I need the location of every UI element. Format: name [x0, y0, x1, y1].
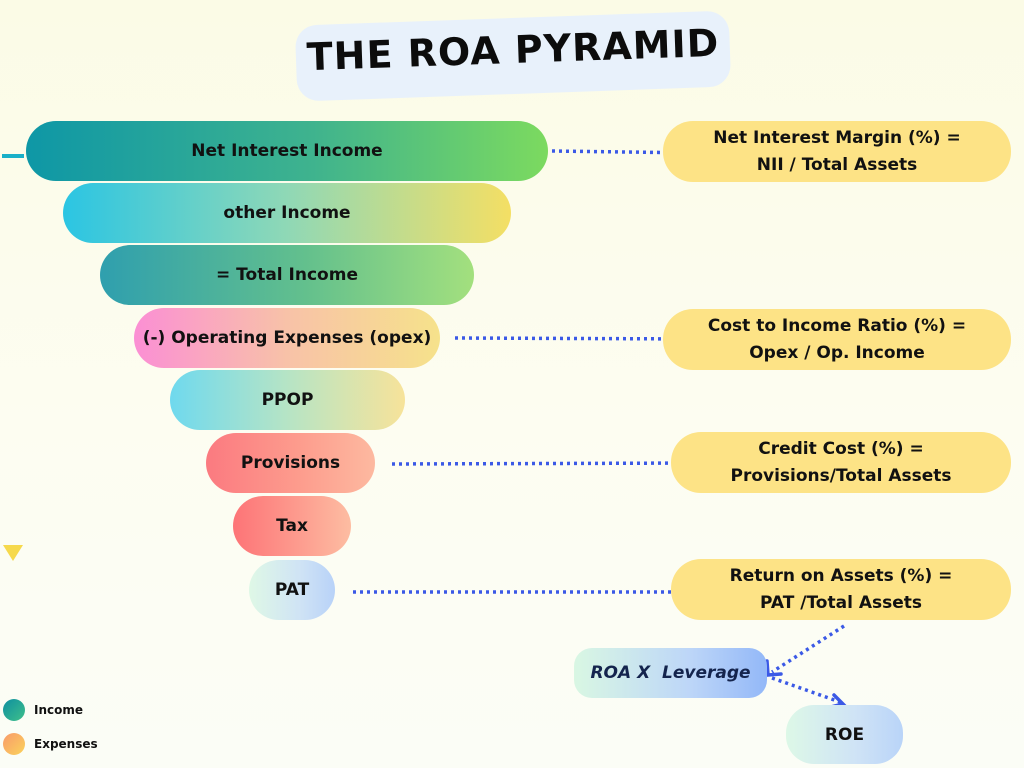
formula-line2: Provisions/Total Assets [730, 465, 952, 486]
formula-line2: NII / Total Assets [756, 154, 918, 175]
pyramid-label: PPOP [261, 390, 314, 410]
legend-expenses-label: Expenses [34, 737, 98, 751]
pyramid-bar-ppop: PPOP [170, 370, 405, 430]
legend-expenses-swatch [3, 733, 25, 755]
formula-line1: Cost to Income Ratio (%) = [707, 315, 967, 336]
roa-leverage-box: ROA X Leverage [574, 648, 767, 698]
flow-down-arrow [2, 154, 24, 561]
formula-line2: Opex / Op. Income [749, 342, 925, 363]
formula-line1: Return on Assets (%) = [729, 565, 953, 586]
pyramid-bar-net-interest-income: Net Interest Income [26, 121, 548, 181]
pyramid-bar-other-income: other Income [63, 183, 511, 243]
pyramid-bar-operating-expenses: (-) Operating Expenses (opex) [134, 308, 440, 368]
arrow-provisions-to-cc [391, 461, 707, 466]
pyramid-label: other Income [223, 203, 351, 223]
formula-line1: Credit Cost (%) = [758, 438, 924, 459]
pyramid-label: Provisions [240, 453, 341, 473]
pyramid-bar-pat: PAT [249, 560, 335, 620]
formula-cost-to-income-ratio: Cost to Income Ratio (%) = Opex / Op. In… [663, 309, 1011, 370]
pyramid-label: Tax [276, 516, 308, 536]
arrow-roa-to-roax [771, 624, 845, 674]
pyramid-label: = Total Income [216, 265, 358, 285]
arrow-roax-to-roe [771, 676, 841, 704]
pyramid-label: (-) Operating Expenses (opex) [142, 328, 432, 348]
legend-income-label: Income [34, 703, 84, 717]
formula-net-interest-margin: Net Interest Margin (%) = NII / Total As… [663, 121, 1011, 182]
pyramid-bar-tax: Tax [233, 496, 351, 556]
formula-return-on-assets: Return on Assets (%) = PAT /Total Assets [671, 559, 1011, 620]
roe-box: ROE [786, 705, 903, 764]
formula-credit-cost: Credit Cost (%) = Provisions/Total Asset… [671, 432, 1011, 493]
formula-line2: PAT /Total Assets [760, 592, 922, 613]
pyramid-bar-provisions: Provisions [206, 433, 375, 493]
legend-income-swatch [3, 699, 25, 721]
pyramid-label: Net Interest Income [191, 141, 383, 161]
formula-line1: Net Interest Margin (%) = [713, 127, 961, 148]
pyramid-bar-total-income: = Total Income [100, 245, 474, 305]
arrow-opex-to-cti [454, 336, 701, 341]
pyramid-label: PAT [274, 580, 310, 600]
